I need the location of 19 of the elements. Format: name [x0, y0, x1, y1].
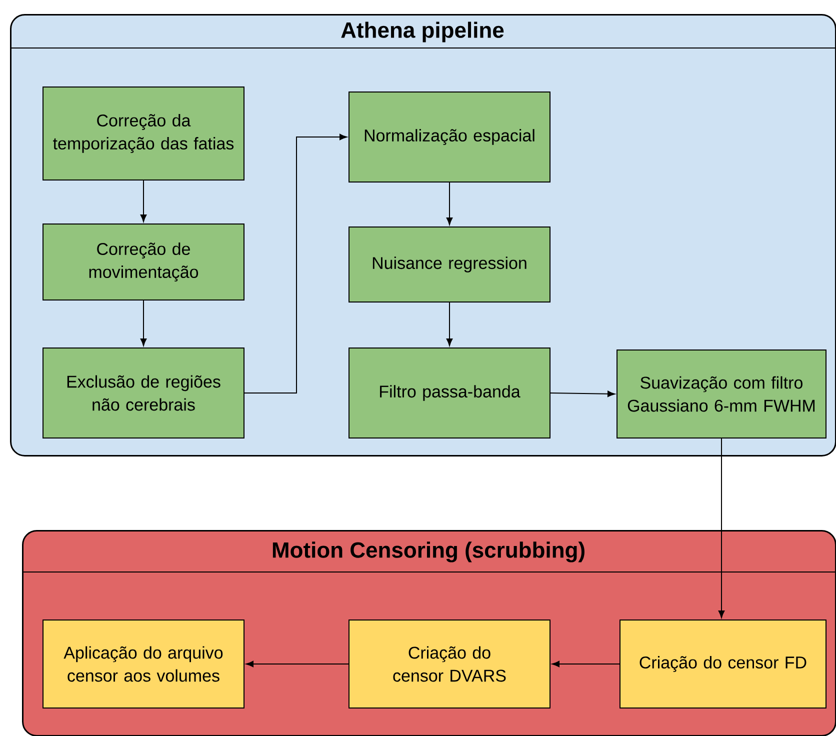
- process-box: Correção da temporização das fatias: [42, 86, 244, 180]
- arrow: [446, 302, 453, 346]
- arrow: [718, 438, 725, 618]
- arrow: [552, 660, 620, 668]
- arrow: [140, 180, 147, 222]
- process-box: Nuisance regression: [348, 226, 550, 302]
- arrow: [140, 300, 147, 346]
- process-box: Criação do censor FD: [620, 620, 826, 708]
- process-box: Suavização com filtro Gaussiano 6-mm FWHM: [616, 350, 826, 438]
- process-box: Criação do censor DVARS: [348, 620, 550, 708]
- process-box: Exclusão de regiões não cerebrais: [42, 348, 244, 438]
- arrow: [550, 390, 615, 397]
- process-box: Filtro passa-banda: [348, 348, 550, 438]
- arrow: [246, 660, 349, 668]
- arrow: [244, 134, 348, 394]
- process-box: Correção de movimentação: [42, 224, 244, 300]
- process-box: Aplicação do arquivo censor aos volumes: [42, 620, 244, 708]
- process-box: Normalização espacial: [348, 92, 550, 182]
- arrow: [446, 182, 453, 225]
